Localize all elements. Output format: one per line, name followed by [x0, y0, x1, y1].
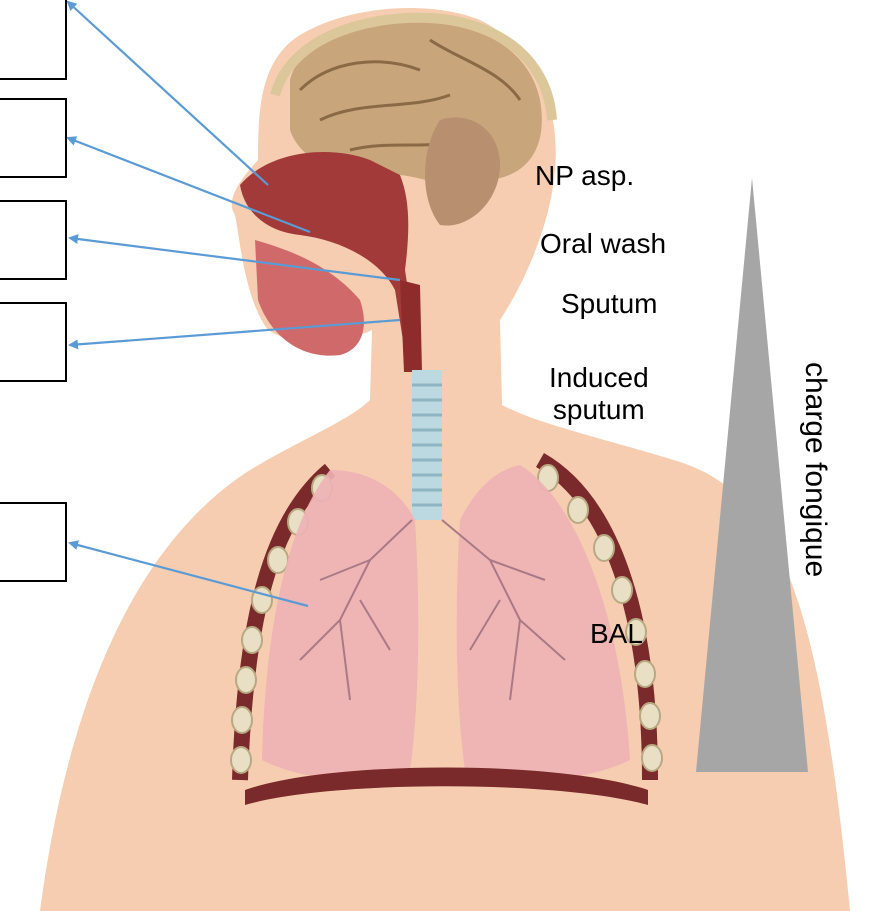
label-sputum: Sputum: [561, 288, 658, 320]
empty-label-box-3[interactable]: [0, 200, 67, 280]
gradient-label: charge fongique: [798, 362, 832, 577]
label-bal: BAL: [590, 618, 643, 650]
trachea: [412, 370, 442, 520]
label-induced-sputum: Induced sputum: [549, 362, 649, 426]
label-np-asp: NP asp.: [535, 160, 634, 192]
arrow-nasopharynx: [68, 2, 268, 185]
label-induced-line1: Induced: [549, 362, 649, 394]
empty-label-box-1[interactable]: [0, 0, 67, 80]
label-induced-line2: sputum: [549, 394, 649, 426]
empty-label-box-5[interactable]: [0, 502, 67, 582]
fungal-load-gradient-triangle: [696, 178, 808, 772]
empty-label-box-4[interactable]: [0, 302, 67, 382]
label-oral-wash: Oral wash: [540, 228, 666, 260]
empty-label-box-2[interactable]: [0, 98, 67, 178]
